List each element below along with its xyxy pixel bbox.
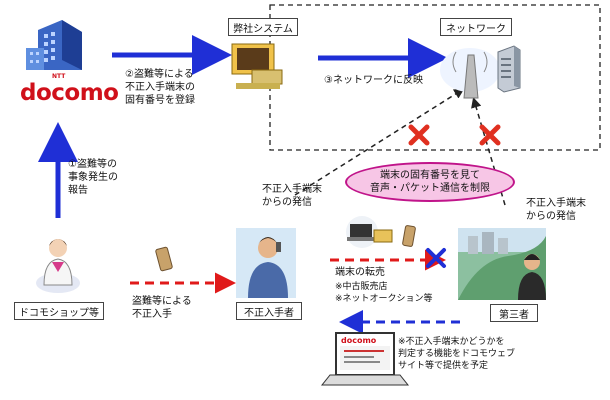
network-label: ネットワーク — [440, 18, 512, 36]
company-system-label: 弊社システム — [228, 18, 298, 36]
web-note: ※不正入手端末かどうかを 判定する機能をドコモウェブ サイト等で提供を予定 — [398, 337, 516, 371]
blocked-x-right — [479, 124, 501, 146]
call-left-label: 不正入手端末 からの発信 — [262, 184, 322, 208]
resale-title: 端末の転売 — [335, 267, 385, 278]
third-party-label: 第三者 — [490, 304, 538, 322]
resale-items: ※中古販売店 ※ネットオークション等 — [335, 282, 433, 304]
laptop-docomo-logo: docomo — [341, 336, 377, 345]
docomo-shop-label: ドコモショップ等 — [14, 302, 104, 320]
blocked-x-resale — [426, 248, 446, 268]
arrow-call-left — [294, 88, 465, 196]
step2-text: ②盗難等による 不正入手端末の 固有番号を登録 — [125, 69, 195, 106]
step3-text: ③ネットワークに反映 — [324, 75, 423, 86]
step1-text: ①盗難等の 事象発生の 報告 — [68, 159, 118, 196]
docomo-logo: docomo — [20, 80, 119, 106]
call-right-label: 不正入手端末 からの発信 — [526, 198, 586, 222]
illegal-acquirer-label: 不正入手者 — [236, 302, 302, 320]
theft-label: 盗難等による 不正入手 — [132, 296, 192, 320]
restriction-text: 端末の固有番号を見て 音声・パケット通信を制限 — [370, 170, 490, 194]
blocked-x-left — [408, 124, 430, 146]
ntt-label: NTT — [52, 73, 66, 80]
restriction-bubble: 端末の固有番号を見て 音声・パケット通信を制限 — [345, 162, 515, 202]
